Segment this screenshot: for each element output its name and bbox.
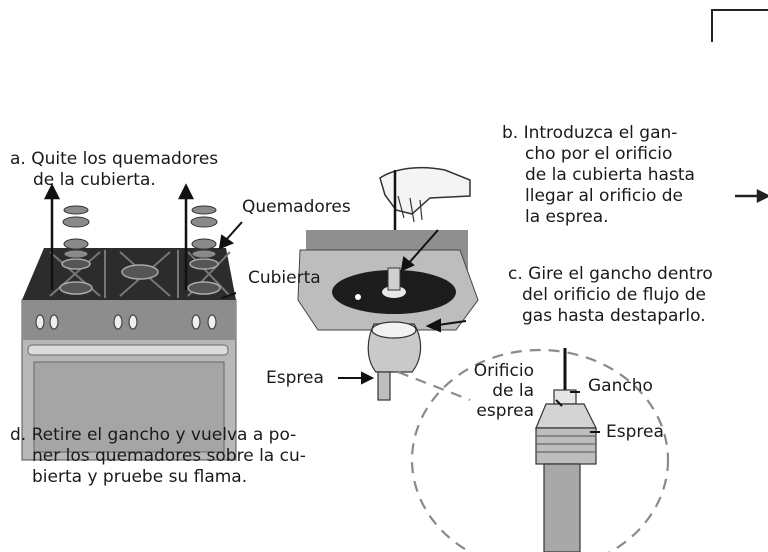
label-orificio-line: esprea bbox=[476, 401, 534, 421]
step-d: d. Retire el gancho y vuelva a po- ner l… bbox=[10, 425, 306, 488]
burner-cover bbox=[297, 230, 479, 331]
burner-caps bbox=[62, 205, 218, 259]
step-d-line: bierta y pruebe su flama. bbox=[32, 467, 248, 487]
label-orificio-line: Orificio bbox=[473, 361, 534, 381]
label-cubierta: Cubierta bbox=[248, 268, 321, 288]
step-c-line: c. Gire el gancho dentro bbox=[508, 264, 713, 284]
stove bbox=[21, 248, 237, 461]
label-gancho: Gancho bbox=[588, 376, 653, 396]
step-b-line: cho por el orificio bbox=[525, 144, 673, 164]
next-arrow bbox=[735, 188, 768, 204]
label-esprea-left: Esprea bbox=[266, 368, 324, 388]
step-b: b. Introduzca el gan- cho por el orifici… bbox=[502, 123, 695, 228]
step-c-line: gas hasta destaparlo. bbox=[522, 306, 706, 326]
step-b-line: de la cubierta hasta bbox=[525, 165, 695, 185]
zoom-circle bbox=[397, 348, 670, 552]
step-b-line: b. Introduzca el gan- bbox=[502, 123, 678, 143]
step-c: c. Gire el gancho dentro del orificio de… bbox=[508, 264, 713, 327]
gas-pipe bbox=[367, 321, 422, 401]
frame-corner bbox=[711, 9, 768, 42]
nozzle-detail bbox=[535, 348, 600, 552]
lift-arrows bbox=[43, 183, 195, 290]
step-a-line: de la cubierta. bbox=[33, 170, 156, 190]
label-orificio: Orificio de la esprea bbox=[462, 361, 534, 421]
step-d-line: d. Retire el gancho y vuelva a po- bbox=[10, 425, 297, 445]
step-c-line: del orificio de flujo de bbox=[522, 285, 706, 305]
pointer-arrows bbox=[218, 221, 467, 385]
label-quemadores: Quemadores bbox=[242, 197, 351, 217]
step-a: a. Quite los quemadores de la cubierta. bbox=[10, 149, 218, 191]
label-orificio-line: de la bbox=[492, 381, 534, 401]
step-b-line: la esprea. bbox=[525, 207, 609, 227]
label-esprea-right: Esprea bbox=[606, 422, 664, 442]
step-d-line: ner los quemadores sobre la cu- bbox=[32, 446, 306, 466]
step-b-line: llegar al orificio de bbox=[525, 186, 683, 206]
step-a-line: a. Quite los quemadores bbox=[10, 149, 219, 169]
